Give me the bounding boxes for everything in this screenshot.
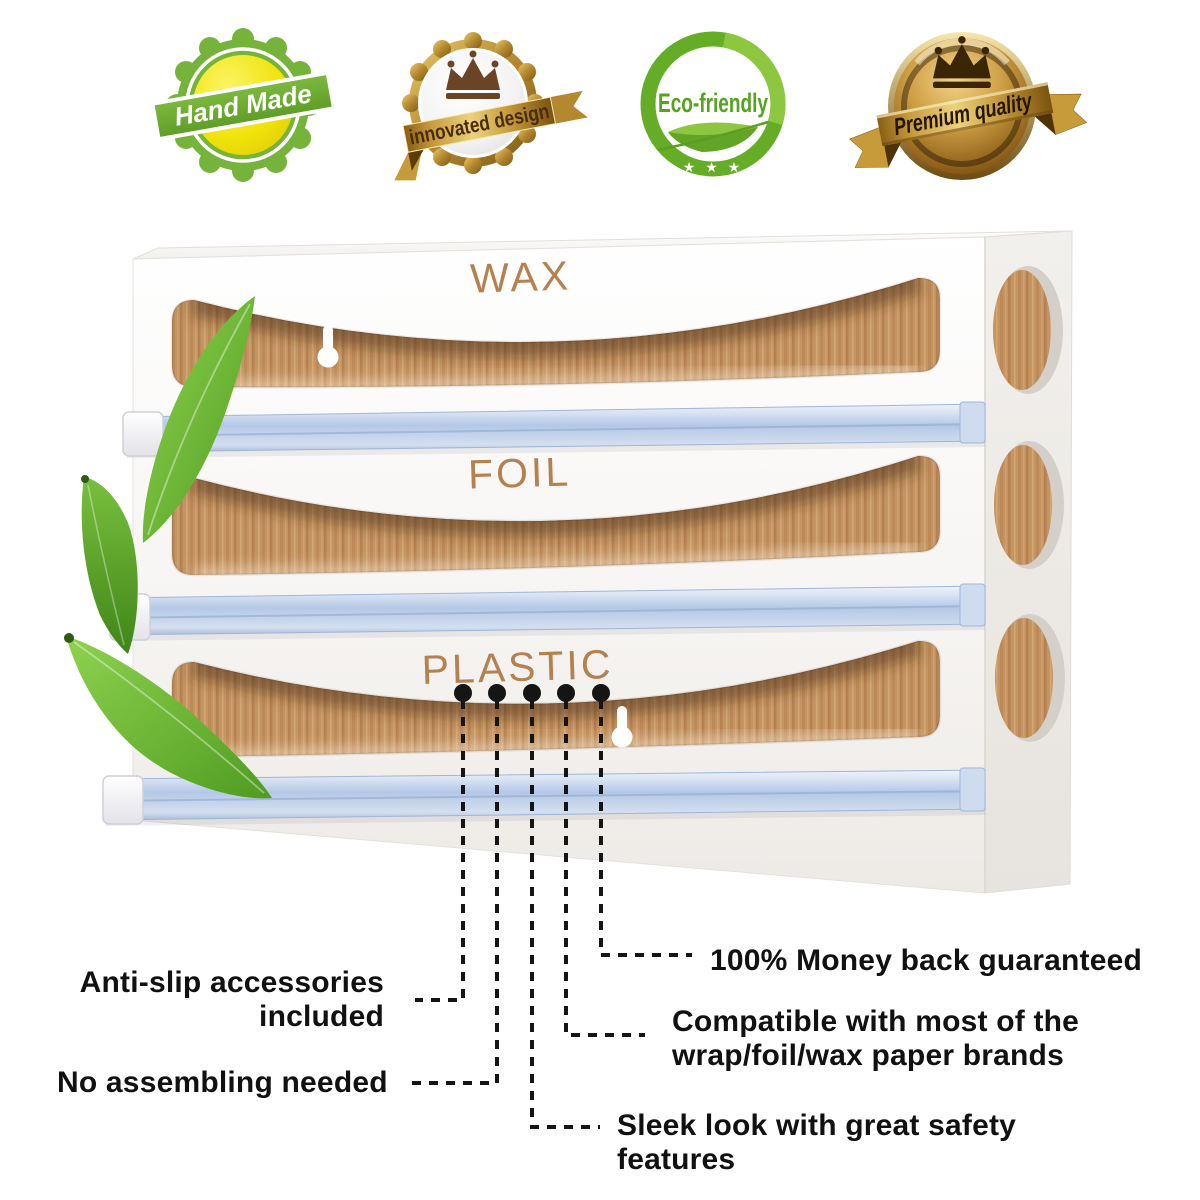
- badge-eco-stars: ★ ★ ★: [683, 159, 743, 175]
- callout-connectors: [404, 700, 692, 1129]
- leaf-middle: [81, 475, 138, 654]
- badge-eco-friendly: Eco-friendly ★ ★ ★: [640, 31, 786, 177]
- bamboo-leaves-decoration: [64, 296, 272, 799]
- badge-premium-quality: Premium quality: [849, 32, 1088, 180]
- side-hole-1: [993, 266, 1063, 394]
- callout-line-no-assembling: [404, 700, 499, 1085]
- callout-dot-no-assembling: [488, 684, 506, 702]
- slot-label-foil: FOIL: [467, 448, 572, 497]
- cutter-rail-1: [122, 401, 986, 458]
- callout-text-sleek: Sleek look with great safety features: [617, 1109, 1016, 1177]
- callout-text-line: features: [617, 1143, 736, 1176]
- callout-dots: [454, 684, 610, 702]
- crown-icon: [933, 36, 991, 89]
- callout-line-sleek: [530, 700, 600, 1129]
- leaf-icon: [657, 120, 769, 152]
- callout-text-line: 100% Money back guaranteed: [710, 944, 1143, 977]
- callout-dot-money-back: [592, 684, 610, 702]
- rail-1-end-clip: [122, 411, 164, 457]
- dispenser-product: WAX FOIL PLASTIC: [102, 230, 1073, 894]
- crown-icon: [446, 50, 500, 99]
- cutter-rail-3: [102, 767, 986, 826]
- keyhole-mount-top: [317, 325, 339, 368]
- callout-text-line: Anti-slip accessories: [79, 966, 384, 999]
- callout-text-line: Sleek look with great safety: [617, 1109, 1017, 1142]
- leaf-lower: [64, 633, 272, 799]
- badge-innovated-design: innovated design: [394, 32, 588, 181]
- callout-text-money-back: 100% Money back guaranteed: [710, 944, 1142, 978]
- side-roll-holes: [993, 266, 1065, 742]
- slot-label-wax: WAX: [469, 252, 571, 301]
- side-hole-2: [994, 441, 1064, 569]
- keyhole-mount-bottom: [611, 706, 633, 748]
- callout-text-line: wrap/foil/wax paper brands: [672, 1039, 1064, 1072]
- callout-text-compatible: Compatible with most of the wrap/foil/wa…: [672, 1005, 1079, 1073]
- callout-line-money-back: [599, 700, 692, 957]
- badge-hand-made: Hand Made: [150, 28, 336, 182]
- leaf-upper: [142, 296, 255, 543]
- callout-text-no-assembling: No assembling needed: [57, 1066, 388, 1100]
- badge-eco-label: Eco-friendly: [658, 88, 768, 118]
- side-hole-3: [995, 614, 1065, 742]
- callout-text-line: included: [259, 1000, 384, 1033]
- rail-3-end-clip: [102, 775, 144, 825]
- callout-dot-anti-slip: [454, 684, 472, 702]
- callout-text-anti-slip: Anti-slip accessories included: [80, 966, 384, 1034]
- callout-text-line: Compatible with most of the: [672, 1005, 1080, 1038]
- slot-label-plastic: PLASTIC: [421, 641, 614, 693]
- callout-dot-compatible: [557, 684, 575, 702]
- callout-text-line: No assembling needed: [57, 1066, 388, 1099]
- callout-dot-sleek: [523, 684, 541, 702]
- callout-line-anti-slip: [415, 700, 465, 1002]
